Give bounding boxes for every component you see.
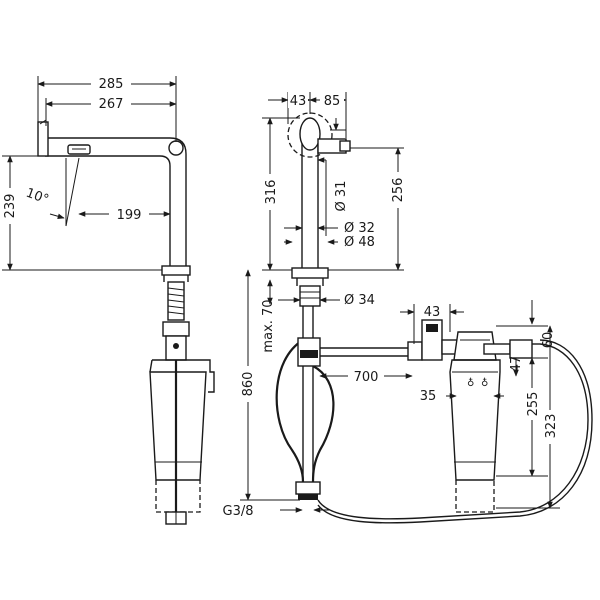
dim-285-label: 285 xyxy=(99,77,124,92)
dim-48-label: Ø 48 xyxy=(344,235,375,250)
front-view xyxy=(275,112,593,524)
dim-700-label: 700 xyxy=(354,370,379,385)
dim-60-label: 60 xyxy=(541,332,556,349)
dim-34-label: Ø 34 xyxy=(344,293,375,308)
dim-199-label: 199 xyxy=(117,208,142,223)
dim-316-label: 316 xyxy=(264,180,279,205)
dim-85-label: 85 xyxy=(324,94,341,109)
dim-31-label: Ø 31 xyxy=(334,181,349,212)
dim-239-label: 239 xyxy=(3,194,18,219)
dim-255-label: 255 xyxy=(526,392,541,417)
dim-32-label: Ø 32 xyxy=(344,221,375,236)
dim-max70-label: max. 70 xyxy=(261,299,276,352)
dim-860-label: 860 xyxy=(241,372,256,397)
dim-43-label: 43 xyxy=(290,94,307,109)
svg-text:♁: ♁ xyxy=(467,377,474,389)
dim-35-label: 35 xyxy=(420,389,437,404)
svg-text:♁: ♁ xyxy=(481,377,488,389)
dim-angle-label: 10° xyxy=(24,186,51,208)
dim-256-label: 256 xyxy=(391,178,406,203)
front-view-dimensions: 43 85 316 Ø 31 256 Ø 32 Ø 48 Ø 34 max. 7… xyxy=(223,92,413,519)
dim-267-label: 267 xyxy=(99,97,124,112)
dim-filter43-label: 43 xyxy=(424,305,441,320)
side-view-dimensions: 285 267 239 10° 199 xyxy=(1,75,177,271)
dim-47-label: 47 xyxy=(509,356,524,373)
filter-dimensions: 43 60 47 35 255 323 xyxy=(400,300,560,509)
filter-unit: ♁ ♁ xyxy=(407,319,540,513)
dim-g38-label: G3/8 xyxy=(223,504,254,519)
dim-323-label: 323 xyxy=(544,414,559,439)
side-view xyxy=(37,119,215,525)
